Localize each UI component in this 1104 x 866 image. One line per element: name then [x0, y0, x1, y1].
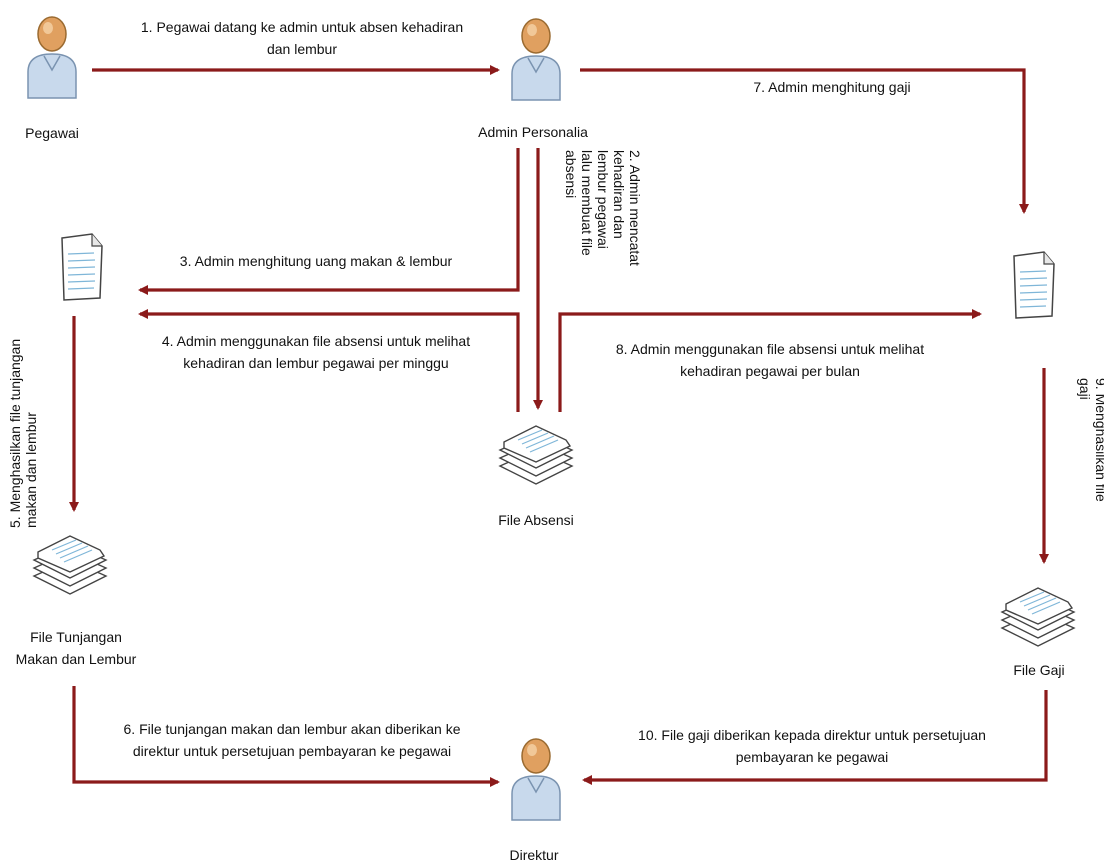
step-8-line2: kehadiran pegawai per bulan: [680, 363, 860, 379]
step-2-label: 2. Admin mencatat kehadiran dan lembur p…: [563, 150, 643, 266]
step-2-line5: absensi: [563, 150, 579, 198]
step-10-label: 10. File gaji diberikan kepada direktur …: [638, 727, 986, 765]
step-8-label: 8. Admin menggunakan file absensi untuk …: [616, 341, 924, 379]
step-6-line1: 6. File tunjangan makan dan lembur akan …: [124, 721, 461, 737]
file-absensi-label: File Absensi: [498, 512, 573, 528]
step-1-label: 1. Pegawai datang ke admin untuk absen k…: [141, 19, 463, 57]
arrow-step-7: [580, 68, 1029, 214]
file-absensi: File Absensi: [498, 425, 574, 528]
file-gaji-label: File Gaji: [1013, 662, 1064, 678]
actor-label-pegawai: Pegawai: [25, 125, 79, 141]
person-icon: [511, 738, 561, 821]
step-10-line1: 10. File gaji diberikan kepada direktur …: [638, 727, 986, 743]
step-10-line2: pembayaran ke pegawai: [736, 749, 889, 765]
step-7-label: 7. Admin menghitung gaji: [753, 79, 910, 95]
file-stack-icon: [33, 535, 107, 595]
actor-pegawai: Pegawai: [25, 16, 79, 141]
arrow-step-10: [582, 690, 1048, 785]
step-2-line3: lembur pegawai: [595, 150, 611, 249]
arrow-step-3: [138, 148, 520, 295]
step-4-label: 4. Admin menggunakan file absensi untuk …: [162, 333, 470, 371]
person-icon: [511, 18, 561, 101]
step-9-line1: 9. Menghasilkan file: [1093, 378, 1104, 502]
file-tunjangan-label-line2: Makan dan Lembur: [16, 651, 137, 667]
step-2-line4: lalu membuat file: [579, 150, 595, 256]
file-tunjangan: File Tunjangan Makan dan Lembur: [16, 535, 137, 667]
document-icon-tunjangan-draft: [60, 232, 104, 302]
person-icon: [27, 16, 77, 99]
actor-label-admin: Admin Personalia: [478, 124, 588, 140]
actor-admin-personalia: Admin Personalia: [478, 18, 588, 140]
step-1-line2: dan lembur: [267, 41, 337, 57]
step-7-line1: 7. Admin menghitung gaji: [753, 79, 910, 95]
step-4-line1: 4. Admin menggunakan file absensi untuk …: [162, 333, 470, 349]
file-stack-icon: [499, 425, 573, 485]
step-6-line2: direktur untuk persetujuan pembayaran ke…: [133, 743, 451, 759]
step-3-label: 3. Admin menghitung uang makan & lembur: [180, 253, 453, 269]
arrow-step-8: [558, 309, 982, 412]
document-icon-gaji-draft: [1012, 250, 1056, 320]
actor-direktur: Direktur: [509, 738, 561, 863]
file-gaji: File Gaji: [1001, 587, 1075, 678]
step-3-line1: 3. Admin menghitung uang makan & lembur: [180, 253, 453, 269]
step-5-label: 5. Menghasilkan file tunjangan makan dan…: [7, 339, 39, 528]
step-4-line2: kehadiran dan lembur pegawai per minggu: [183, 355, 448, 371]
step-9-label: 9. Menghasilkan file gaji: [1077, 378, 1104, 502]
flow-arrows: [69, 65, 1049, 787]
arrow-step-6: [72, 686, 500, 787]
step-2-line1: 2. Admin mencatat: [627, 150, 643, 266]
step-6-label: 6. File tunjangan makan dan lembur akan …: [124, 721, 461, 759]
file-tunjangan-label-line1: File Tunjangan: [30, 629, 122, 645]
step-1-line1: 1. Pegawai datang ke admin untuk absen k…: [141, 19, 463, 35]
step-5-line1: 5. Menghasilkan file tunjangan: [7, 339, 23, 528]
step-8-line1: 8. Admin menggunakan file absensi untuk …: [616, 341, 924, 357]
file-stack-icon: [1001, 587, 1075, 647]
actor-label-direktur: Direktur: [509, 847, 558, 863]
step-2-line2: kehadiran dan: [611, 150, 627, 239]
step-5-line2: makan dan lembur: [23, 412, 39, 528]
arrow-step-4: [138, 309, 520, 412]
step-9-line2: gaji: [1077, 378, 1093, 400]
